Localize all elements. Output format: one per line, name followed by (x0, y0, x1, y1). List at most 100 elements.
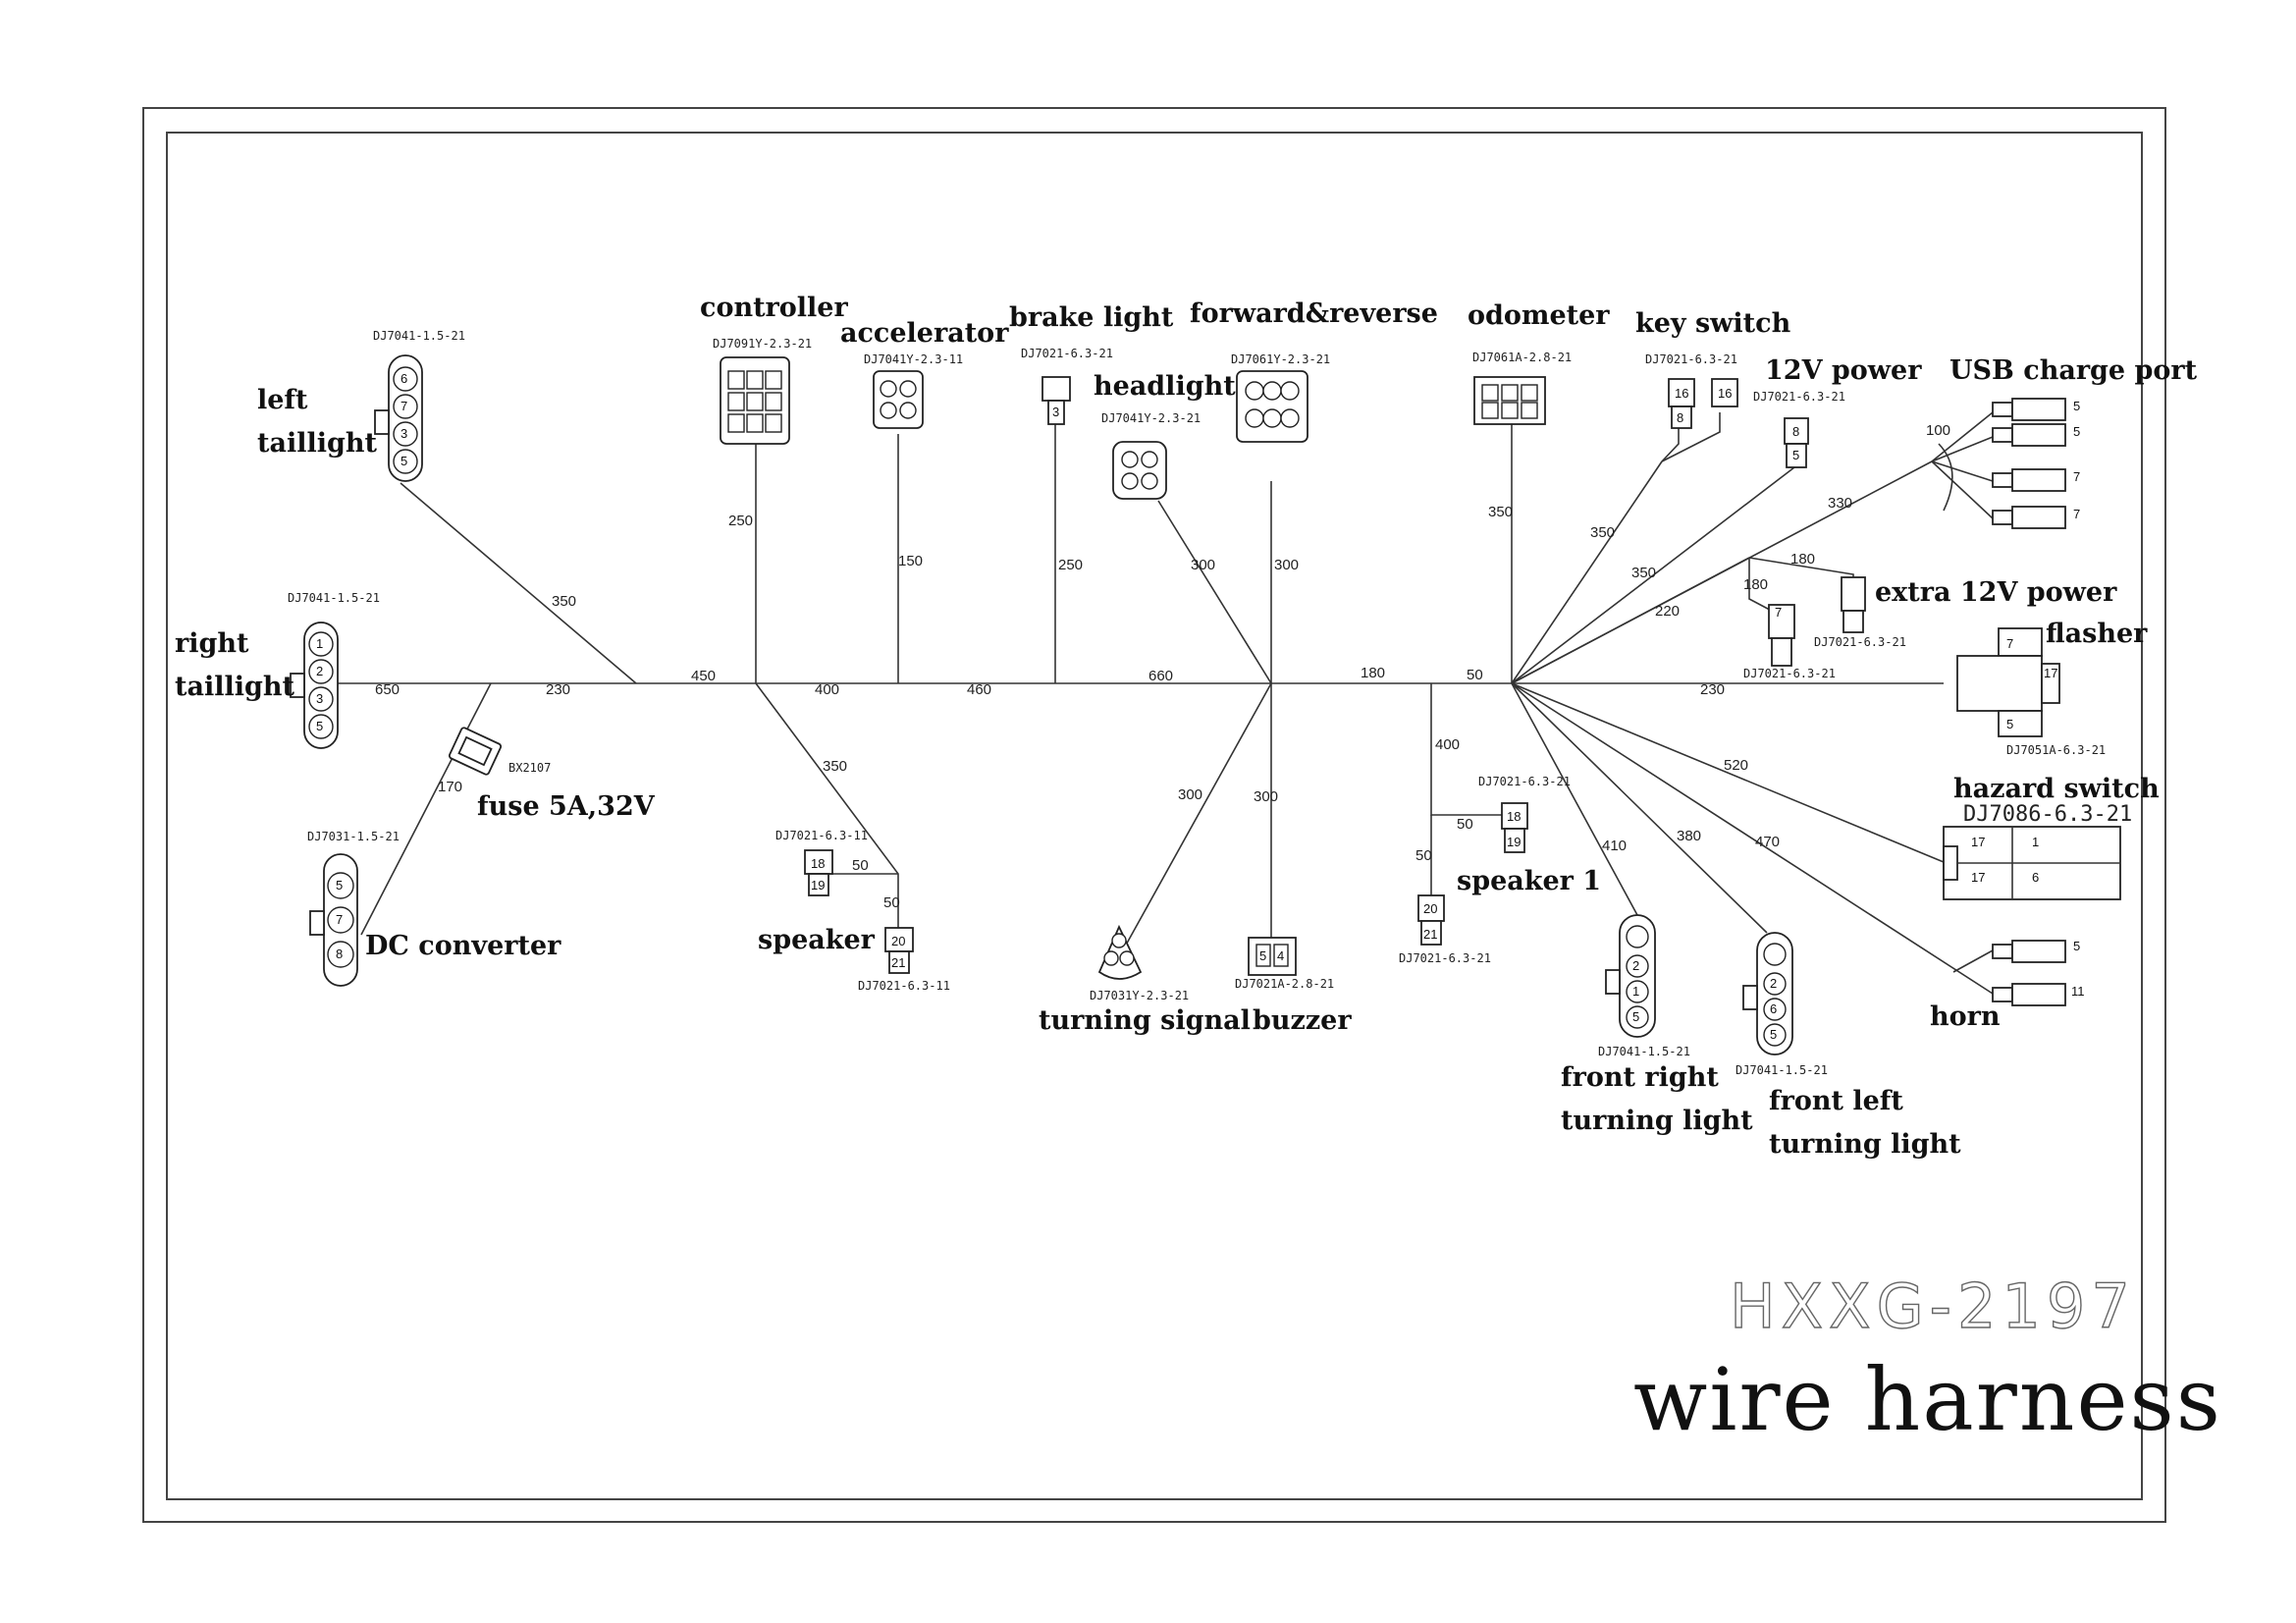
key-switch-label: key switch (1635, 308, 1791, 339)
speaker-1-connector-b (1417, 894, 1445, 922)
key-switch-part: DJ7021-6.3-21 (1645, 352, 1737, 366)
hazard-switch-label: hazard switch (1953, 774, 2160, 804)
headlight-connector (1112, 441, 1167, 500)
hazard-wire (1511, 682, 1945, 863)
len-buzzer: 300 (1254, 788, 1278, 805)
svg-text:17: 17 (1971, 870, 1985, 885)
drawing-title: wire harness (1633, 1349, 2222, 1450)
usb-port-component: USB charge port 5 5 7 7 (1949, 355, 2198, 529)
horn-terminal-1 (2011, 940, 2066, 963)
len-speaker1-b: 50 (1415, 847, 1432, 864)
power-12v-terminal (1786, 443, 1807, 468)
brake-light-terminal (1047, 400, 1065, 425)
fuse-body (457, 735, 493, 767)
svg-text:17: 17 (2044, 666, 2057, 680)
len-odometer: 350 (1488, 504, 1513, 520)
len-hazard: 520 (1724, 757, 1748, 774)
svg-text:7: 7 (2073, 507, 2080, 521)
front-right-turn-part: DJ7041-1.5-21 (1598, 1045, 1690, 1058)
svg-text:5: 5 (400, 454, 407, 468)
flasher-top (1998, 627, 2043, 657)
svg-text:2: 2 (1632, 958, 1639, 973)
svg-text:18: 18 (811, 856, 825, 871)
turning-signal-connector (1097, 924, 1143, 980)
front-left-wire (1511, 682, 1768, 934)
forward-reverse-component: forward&reverse DJ7061Y-2.3-21 (1190, 298, 1438, 443)
len-speaker1-a: 50 (1457, 816, 1473, 833)
len-main-9: 230 (1700, 681, 1725, 698)
len-main-4: 400 (815, 681, 839, 698)
front-right-turn-label-2: turning light (1561, 1106, 1753, 1136)
svg-text:5: 5 (336, 878, 343, 893)
svg-text:21: 21 (1423, 927, 1437, 942)
usb-terminal-3 (2011, 468, 2066, 492)
controller-part: DJ7091Y-2.3-21 (713, 337, 812, 351)
horn-terminal-2 (2011, 983, 2066, 1006)
len-left-taillight: 350 (552, 593, 576, 610)
len-power-12v: 350 (1631, 565, 1656, 581)
buzzer-connector (1248, 937, 1297, 976)
odometer-part: DJ7061A-2.8-21 (1472, 351, 1572, 364)
horn-component: 5 11 horn (1930, 939, 2085, 1032)
flasher-label: flasher (2046, 619, 2148, 649)
svg-text:5: 5 (1770, 1027, 1777, 1042)
len-front-right: 410 (1602, 838, 1627, 854)
key-switch-wire (1511, 460, 1663, 684)
svg-text:5: 5 (1259, 948, 1266, 963)
svg-text:8: 8 (1677, 410, 1683, 425)
len-accelerator: 150 (898, 553, 923, 569)
buzzer-component: 5 4 DJ7021A-2.8-21 buzzer (1235, 937, 1352, 1036)
brake-light-label: brake light (1009, 302, 1174, 333)
len-horn: 470 (1755, 834, 1780, 850)
key-switch-b-wire (1661, 412, 1721, 462)
len-front-left: 380 (1677, 828, 1701, 844)
svg-text:11: 11 (2071, 984, 2085, 999)
len-extra-b: 180 (1743, 576, 1768, 593)
speaker-2-connector-b (884, 927, 914, 952)
flasher-bottom (1998, 710, 2043, 737)
len-turning-signal: 300 (1178, 786, 1202, 803)
power-12v-component: 12V power DJ7021-6.3-21 8 5 (1753, 355, 1922, 468)
svg-text:1: 1 (1632, 984, 1639, 999)
svg-text:3: 3 (400, 426, 407, 441)
accelerator-label: accelerator (840, 318, 1009, 349)
odometer-label: odometer (1468, 300, 1610, 331)
dc-converter-wire (360, 682, 492, 936)
svg-text:5: 5 (2073, 424, 2080, 439)
accelerator-connector (873, 370, 924, 429)
power-12v-label: 12V power (1765, 355, 1922, 386)
extra-power-part: DJ7021-6.3-21 (1814, 635, 1906, 649)
svg-text:4: 4 (1277, 948, 1284, 963)
turning-signal-label: turning signal (1039, 1005, 1251, 1036)
turning-signal-wire (1118, 682, 1272, 958)
svg-text:19: 19 (811, 878, 825, 893)
right-taillight-label-2: taillight (175, 672, 295, 702)
turning-signal-part: DJ7031Y-2.3-21 (1090, 989, 1189, 1002)
flasher-body (1956, 655, 2043, 712)
len-extra: 220 (1655, 603, 1680, 620)
extra-power-part-2: DJ7021-6.3-21 (1743, 667, 1836, 680)
left-taillight-latch (374, 409, 390, 435)
len-controller: 250 (728, 513, 753, 529)
power-12v-connector (1784, 417, 1809, 445)
dc-converter-label: DC converter (365, 931, 561, 961)
usb-terminal-4 (2011, 506, 2066, 529)
power-12v-wire (1511, 466, 1795, 684)
extra-power-b-wire (1748, 557, 1854, 577)
svg-text:5: 5 (2073, 399, 2080, 413)
headlight-label: headlight (1094, 371, 1236, 402)
len-speaker2-a: 50 (852, 857, 869, 874)
speaker-2-part: DJ7021-6.3-11 (775, 829, 868, 842)
svg-text:5: 5 (1632, 1009, 1639, 1024)
front-left-turn-part: DJ7041-1.5-21 (1735, 1063, 1828, 1077)
wire-lengths: 650 230 450 400 460 660 180 50 230 350 1… (375, 422, 1950, 911)
left-taillight-part: DJ7041-1.5-21 (373, 329, 465, 343)
svg-text:20: 20 (891, 934, 905, 948)
extra-power-terminal-a (1842, 610, 1864, 633)
svg-text:18: 18 (1507, 809, 1521, 824)
model-number: HXXG-2197 (1730, 1271, 2136, 1342)
len-speaker1: 400 (1435, 736, 1460, 753)
speaker-1-part: DJ7021-6.3-21 (1478, 775, 1571, 788)
hazard-switch-component: hazard switch DJ7086-6.3-21 17 1 17 6 (1943, 774, 2160, 900)
